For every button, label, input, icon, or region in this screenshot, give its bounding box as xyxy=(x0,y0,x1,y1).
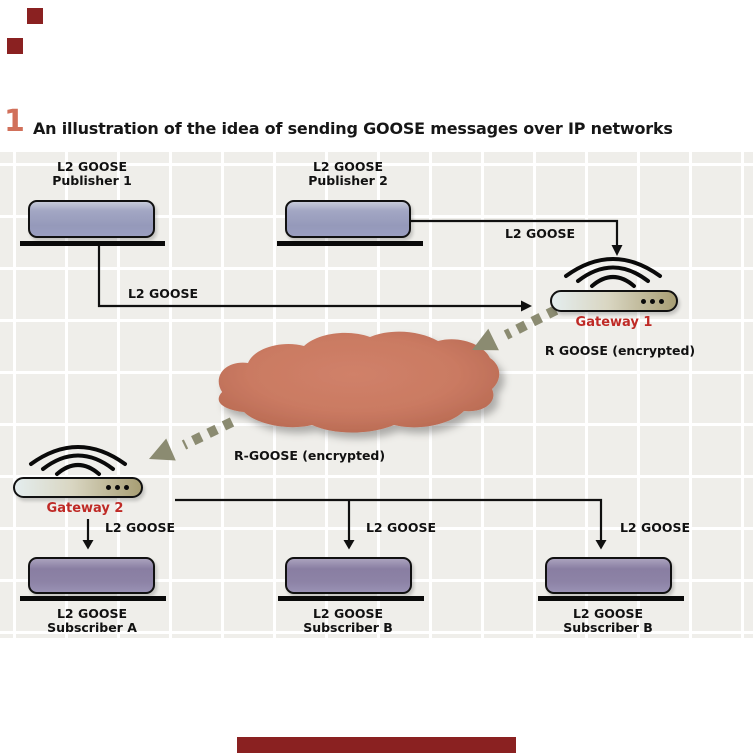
figure-title: An illustration of the idea of sending G… xyxy=(33,119,673,138)
link-label-cloud-gw2: R-GOOSE (encrypted) xyxy=(234,448,386,463)
page-bottom-bar xyxy=(237,737,516,753)
link-label-gw2-subB1: L2 GOOSE xyxy=(365,520,437,535)
subscriberB2-device xyxy=(545,557,672,594)
subscriberB1-device xyxy=(285,557,412,594)
gateway2-led-dots-icon xyxy=(106,485,129,490)
subscriberB2-base-bar xyxy=(538,596,684,601)
subscriberA-base-bar xyxy=(20,596,166,601)
publisher2-base-bar xyxy=(277,241,423,246)
link-label-gw1-cloud: R GOOSE (encrypted) xyxy=(544,343,696,358)
link-label-gw2-subB2: L2 GOOSE xyxy=(619,520,691,535)
link-label-gw2-subA: L2 GOOSE xyxy=(104,520,176,535)
publisher1-base-bar xyxy=(20,241,165,246)
gateway2-label: Gateway 2 xyxy=(46,501,124,516)
link-label-pub1-gw1: L2 GOOSE xyxy=(127,286,199,301)
subscriberB1-base-bar xyxy=(278,596,424,601)
gateway1-led-dots-icon xyxy=(641,298,664,304)
gateway2-device xyxy=(13,477,143,498)
page-corner-mark-2 xyxy=(7,38,23,54)
gateway1-label: Gateway 1 xyxy=(575,315,653,330)
page-corner-mark-1 xyxy=(27,8,43,24)
gateway1-device xyxy=(550,290,678,312)
publisher1-device xyxy=(28,200,155,238)
figure-number: 1 xyxy=(4,104,25,139)
publisher2-device xyxy=(285,200,411,238)
link-label-pub2-gw1: L2 GOOSE xyxy=(504,226,576,241)
subscriberA-device xyxy=(28,557,155,594)
